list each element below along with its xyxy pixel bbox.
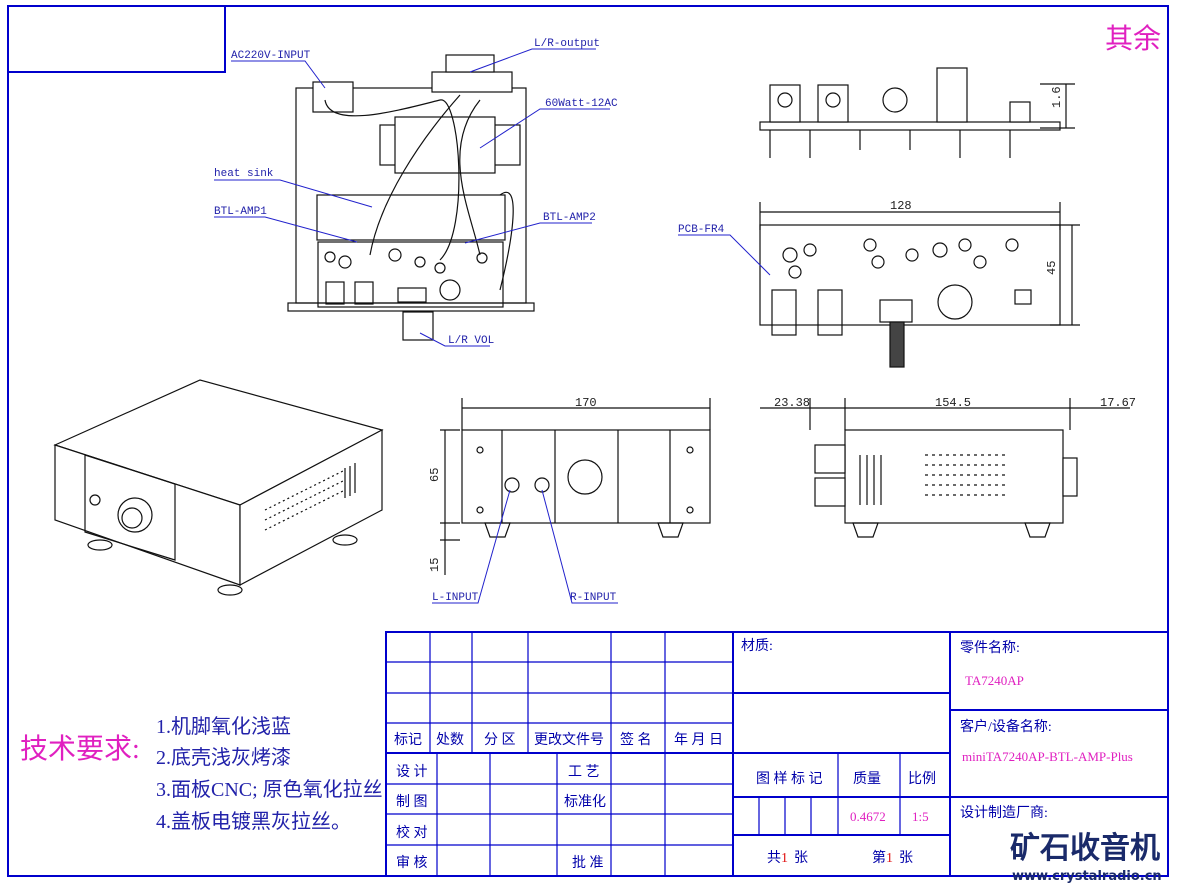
- corner-note: 其余: [1105, 23, 1161, 55]
- title-block: 标记 处数 分 区 更改文件号 签 名 年 月 日 设 计 制 图 校 对 审 …: [385, 631, 1169, 877]
- scale-label: 比例: [908, 771, 936, 787]
- svg-text:签 名: 签 名: [620, 731, 652, 748]
- svg-text:矿石收音机: 矿石收音机: [1010, 831, 1160, 866]
- dim-pcb-depth: 45: [1045, 261, 1059, 275]
- svg-text:设 计: 设 计: [396, 764, 428, 780]
- svg-text:更改文件号: 更改文件号: [534, 732, 604, 748]
- svg-text:校 对: 校 对: [396, 824, 428, 841]
- svg-text:工 艺: 工 艺: [568, 764, 600, 780]
- drawing-mark-label: 图 样 标 记: [756, 771, 823, 787]
- volume-knob: [402, 311, 434, 341]
- dim-side-left: 23.38: [774, 396, 810, 410]
- dim-foot-height: 15: [428, 558, 442, 572]
- tech-req-title: 技术要求:: [20, 733, 140, 765]
- svg-text:批 准: 批 准: [572, 855, 604, 871]
- mass-value: 0.4672: [850, 809, 886, 824]
- label-heat-sink: heat sink: [214, 168, 274, 180]
- watermark-logo: 矿石收音机 www.crystalradio.cn: [1010, 831, 1162, 884]
- scale-value: 1:5: [912, 809, 929, 824]
- tech-req-item: 1.机脚氧化浅蓝: [156, 715, 291, 738]
- isometric-view: [53, 379, 384, 596]
- heat-sink: [316, 194, 506, 241]
- label-lr-vol: L/R VOL: [448, 335, 494, 347]
- label-lr-output: L/R-output: [534, 38, 600, 50]
- svg-text:分 区: 分 区: [484, 732, 516, 748]
- revision-headers: 标记 处数 分 区 更改文件号 签 名 年 月 日: [394, 731, 723, 748]
- svg-text:标记: 标记: [394, 732, 422, 748]
- part-name-label: 零件名称:: [960, 640, 1020, 656]
- technical-requirements: 技术要求: 1.机脚氧化浅蓝 2.底壳浅灰烤漆 3.面板CNC; 原色氧化拉丝 …: [20, 715, 383, 833]
- dim-pcb-width: 128: [890, 199, 912, 213]
- part-name-value: TA7240AP: [965, 673, 1024, 688]
- label-transformer: 60Watt-12AC: [545, 98, 618, 110]
- dim-front-height: 65: [428, 468, 442, 482]
- mass-label: 质量: [853, 771, 881, 787]
- svg-text:制 图: 制 图: [396, 794, 428, 810]
- svg-text:处数: 处数: [436, 732, 464, 748]
- dim-pcb-thickness: 1.6: [1050, 86, 1064, 108]
- manufacturer-label: 设计制造厂商:: [960, 805, 1048, 821]
- dim-side-right: 17.67: [1100, 396, 1136, 410]
- top-view-labels: AC220V-INPUT L/R-output 60Watt-12AC heat…: [214, 38, 618, 347]
- tech-req-item: 3.面板CNC; 原色氧化拉丝: [156, 778, 383, 801]
- amp-pcb: [317, 241, 504, 308]
- pcb-side-view: 1.6: [759, 67, 1075, 158]
- dim-side-body: 154.5: [935, 396, 971, 410]
- svg-text:审 核: 审 核: [396, 855, 428, 871]
- top-view-internal: [287, 54, 535, 341]
- output-connector: [431, 71, 513, 93]
- side-view: 23.38 154.5 17.67: [760, 396, 1136, 538]
- front-view: 170 65 15 L-INPUT R-INPUT: [428, 396, 711, 604]
- label-pcb: PCB-FR4: [678, 224, 725, 236]
- svg-text:www.crystalradio.cn: www.crystalradio.cn: [1012, 869, 1162, 884]
- pcb-top-view: 128 45 PCB-FR4: [678, 199, 1080, 368]
- top-left-box: [7, 5, 226, 73]
- customer-value: miniTA7240AP-BTL-AMP-Plus: [962, 749, 1133, 764]
- label-r-input: R-INPUT: [570, 592, 617, 604]
- ac-input-socket: [312, 81, 354, 113]
- svg-text:年 月 日: 年 月 日: [674, 732, 723, 748]
- material-label: 材质:: [741, 638, 773, 654]
- label-btl-amp1: BTL-AMP1: [214, 206, 267, 218]
- tech-req-item: 4.盖板电镀黑灰拉丝。: [156, 810, 351, 833]
- label-btl-amp2: BTL-AMP2: [543, 212, 596, 224]
- customer-label: 客户/设备名称:: [960, 718, 1052, 735]
- dim-front-width: 170: [575, 396, 597, 410]
- label-ac-input: AC220V-INPUT: [231, 50, 311, 62]
- label-l-input: L-INPUT: [432, 592, 479, 604]
- svg-text:标准化: 标准化: [564, 794, 606, 810]
- role-labels: 设 计 制 图 校 对 审 核 工 艺 标准化 批 准: [396, 764, 606, 871]
- tech-req-item: 2.底壳浅灰烤漆: [156, 746, 291, 769]
